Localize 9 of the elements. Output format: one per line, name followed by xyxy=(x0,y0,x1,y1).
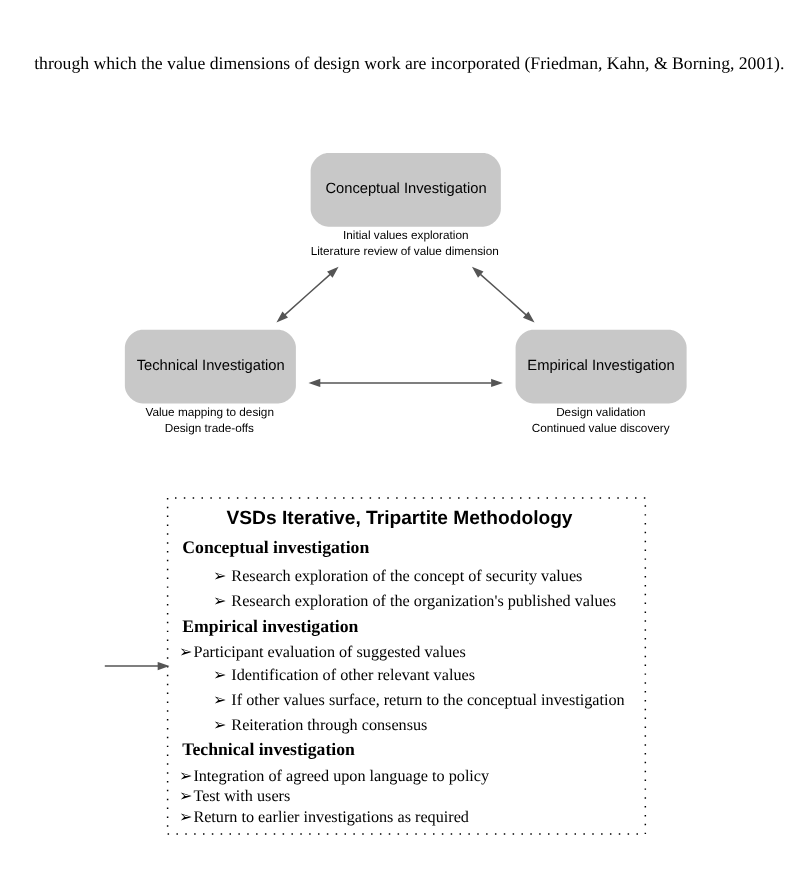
node-box: VSDs Iterative, Tripartite Methodology Conceptual investigation ➢ Research exploration of the concept of security values ➢ Research exploration of the organization's published values Empirical investigation ➢Participant evaluation of suggested values ➢ Identification of other relevant values ➢ If other values surface, return to the conceptual investigation ➢ Reiteration through consensus Technical investigation ➢Integration of agreed upon language to policy ➢Test with users ➢Return to earlier investigations as required xyxy=(166,496,647,834)
label: through which the value dimensions of design work are incorporated (Friedman, Kahn, & Borning, 2001). xyxy=(34,52,785,73)
node-box: Technical Investigation xyxy=(124,328,296,403)
arrow xyxy=(104,660,170,670)
arrow xyxy=(276,265,339,322)
arrow xyxy=(308,377,503,387)
arrow xyxy=(471,265,535,322)
node-box: Conceptual Investigation xyxy=(310,151,501,226)
node-box: Empirical Investigation xyxy=(515,328,687,403)
